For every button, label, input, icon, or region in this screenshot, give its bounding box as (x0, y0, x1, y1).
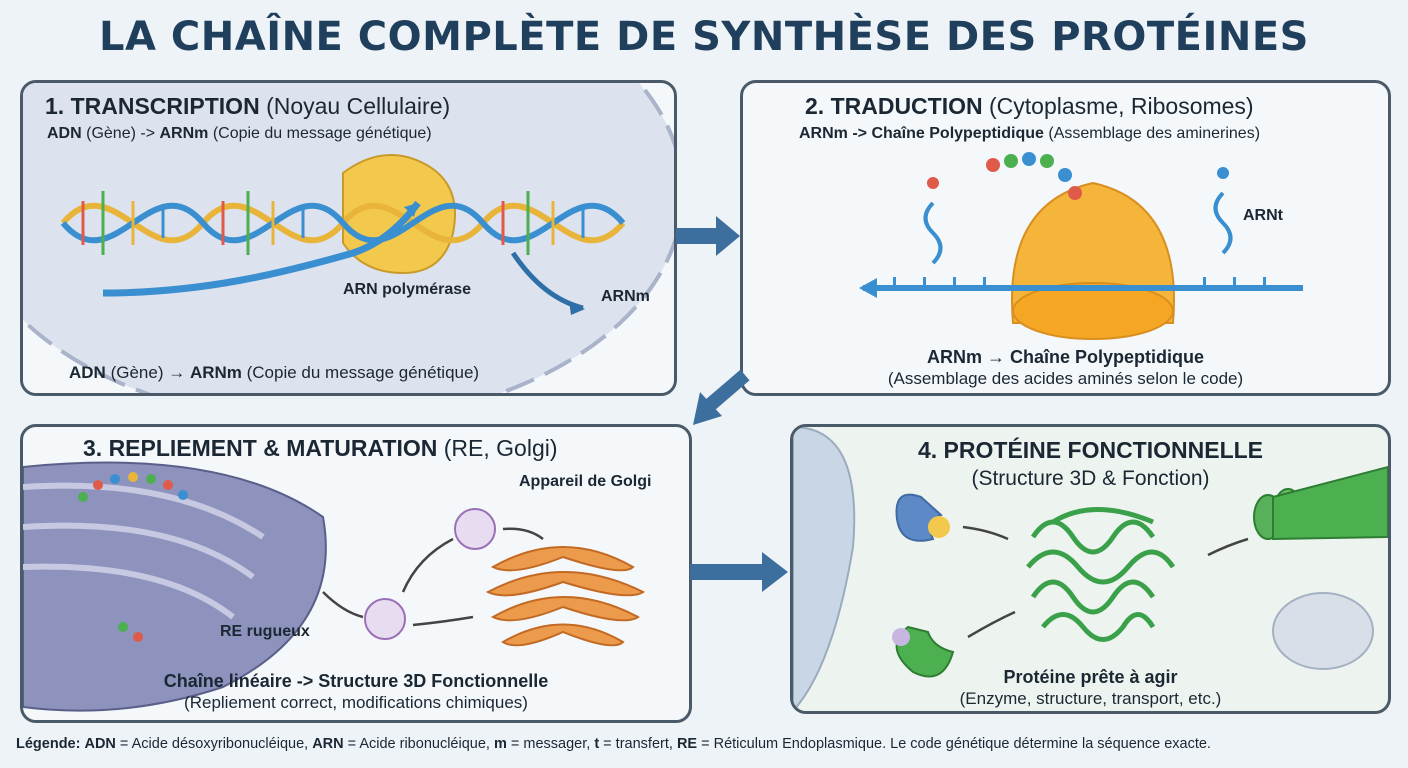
label-rna-polymerase: ARN polymérase (343, 281, 472, 298)
amino-acid-chain (986, 152, 1082, 200)
traduction-footer-rest: (Assemblage des acides aminés selon le c… (887, 369, 1244, 388)
legend-label: Légende: (16, 736, 81, 752)
dna-base-pairs (81, 191, 585, 255)
trna-right (1213, 167, 1233, 255)
label-golgi: Appareil de Golgi (519, 473, 652, 490)
arrow-vesicle-golgi (502, 527, 544, 540)
traduction-sub-rest: (Assemblage des aminerines) (1043, 125, 1261, 142)
legend-value-m: = messager, (506, 736, 595, 752)
transcription-title-bold: 1. TRANSCRIPTION (45, 93, 260, 119)
foot-gene: (Gène) → (105, 363, 190, 382)
arrow-1-to-2 (676, 216, 740, 256)
label-arnt: ARNt (1243, 207, 1283, 224)
legend-value-arn: = Acide ribonucléique, (343, 736, 494, 752)
label-arnm: ARNm (601, 288, 650, 305)
panel-transcription: 1. TRANSCRIPTION (Noyau Cellulaire) ADN … (20, 80, 677, 396)
repliement-footer-bold: Chaîne linéaire -> Structure 3D Fonction… (23, 671, 689, 692)
traduction-sub-bold: ARNm -> Chaîne Polypeptidique (799, 125, 1044, 142)
traduction-title-rest: (Cytoplasme, Ribosomes) (982, 93, 1254, 119)
proteine-foot-bold: Protéine prête à agir (1003, 667, 1178, 687)
foot-arnm: ARNm (189, 363, 242, 382)
legend-value-re: = Réticulum Endoplasmique. Le code génét… (697, 736, 1211, 752)
proteine-subtitle: (Structure 3D & Fonction) (971, 467, 1210, 490)
foot-adn: ADN (69, 363, 106, 382)
page-title: LA CHAÎNE COMPLÈTE DE SYNTHÈSE DES PROTÉ… (99, 14, 1309, 60)
proteine-illustration (793, 427, 1388, 711)
repliement-title-rest: (RE, Golgi) (437, 435, 558, 461)
repliement-illustration (23, 461, 645, 712)
proteine-title: 4. PROTÉINE FONCTIONNELLE (793, 437, 1388, 464)
legend-key-arn: ARN (312, 736, 344, 752)
legend-key-t: t (594, 736, 600, 752)
sub-adn: ADN (47, 125, 82, 142)
proteine-footer-bold: Protéine prête à agir (793, 667, 1388, 688)
sub-gene: (Gène) -> (81, 125, 160, 142)
foot-copie: (Copie du message génétique) (241, 363, 480, 382)
traduction-foot-bold: ARNm → Chaîne Polypeptidique (926, 347, 1205, 367)
arrow-vesicle-golgi-bottom (412, 615, 474, 627)
repliement-footer-rest: (Repliement correct, modifications chimi… (184, 693, 528, 712)
ligand-purple (892, 628, 910, 646)
legend-value-t: = transfert, (599, 736, 677, 752)
repliement-title-bold: 3. REPLIEMENT & MATURATION (83, 435, 438, 461)
arrow-er-to-vesicle (322, 591, 364, 619)
transcription-subtitle: ADN (Gène) -> ARNm (Copie du message gén… (47, 125, 432, 143)
arrow-3-to-4 (690, 552, 788, 592)
traduction-illustration (859, 152, 1303, 340)
organelle (1272, 592, 1374, 670)
repliement-title: 3. REPLIEMENT & MATURATION (RE, Golgi) (83, 435, 558, 462)
label-re-rugueux: RE rugueux (220, 623, 310, 640)
arrow-2-to-3 (693, 369, 750, 425)
panel-proteine: 4. PROTÉINE FONCTIONNELLE (Structure 3D … (790, 424, 1391, 714)
receptor-green (895, 625, 955, 678)
panel-traduction: 2. TRADUCTION (Cytoplasme, Ribosomes) AR… (740, 80, 1391, 396)
repliement-foot-bold: Chaîne linéaire -> Structure 3D Fonction… (163, 671, 549, 691)
legend-value-adn: = Acide désoxyribonucléique, (115, 736, 313, 752)
legend: Légende: ADN = Acide désoxyribonucléique… (16, 736, 1396, 752)
cell-membrane (793, 427, 856, 711)
legend-key-re: RE (676, 736, 698, 752)
transcription-title-rest: (Noyau Cellulaire) (259, 93, 451, 119)
trna-left (923, 177, 943, 265)
polypeptide-beads (78, 472, 188, 642)
arrow-enzyme-protein (962, 525, 1009, 541)
mrna-ticks (893, 277, 1266, 287)
panel-repliement: 3. REPLIEMENT & MATURATION (RE, Golgi) A… (20, 424, 692, 723)
legend-key-adn: ADN (84, 736, 116, 752)
proteine-footer-rest: (Enzyme, structure, transport, etc.) (959, 689, 1222, 708)
legend-key-m: m (493, 736, 507, 752)
sub-arnm: ARNm (159, 125, 209, 142)
vesicle-top (454, 508, 496, 550)
vesicle-bottom (364, 598, 406, 640)
ribosome-small-subunit (1012, 282, 1174, 340)
arrow-vesicle-up (401, 537, 454, 593)
traduction-subtitle: ARNm -> Chaîne Polypeptidique (Assemblag… (799, 125, 1260, 143)
arrow-fiber-protein (1207, 537, 1249, 557)
transcription-footer: ADN (Gène) → ARNm (Copie du message géné… (69, 363, 479, 383)
traduction-footer-bold: ARNm → Chaîne Polypeptidique (743, 347, 1388, 368)
transcription-title: 1. TRANSCRIPTION (Noyau Cellulaire) (45, 93, 450, 120)
arrow-receptor-protein (967, 610, 1016, 639)
mrna-strand (102, 200, 421, 297)
proteine-title-bold: 4. PROTÉINE FONCTIONNELLE (917, 437, 1264, 463)
golgi-apparatus (485, 546, 645, 647)
transcription-illustration (23, 83, 674, 393)
traduction-title-bold: 2. TRADUCTION (805, 93, 983, 119)
substrate-yellow (928, 516, 950, 538)
protein-3d-structure (1026, 507, 1176, 642)
traduction-title: 2. TRADUCTION (Cytoplasme, Ribosomes) (805, 93, 1254, 120)
fiber-protein (1253, 465, 1388, 541)
sub-copie: (Copie du message génétique) (208, 125, 432, 142)
